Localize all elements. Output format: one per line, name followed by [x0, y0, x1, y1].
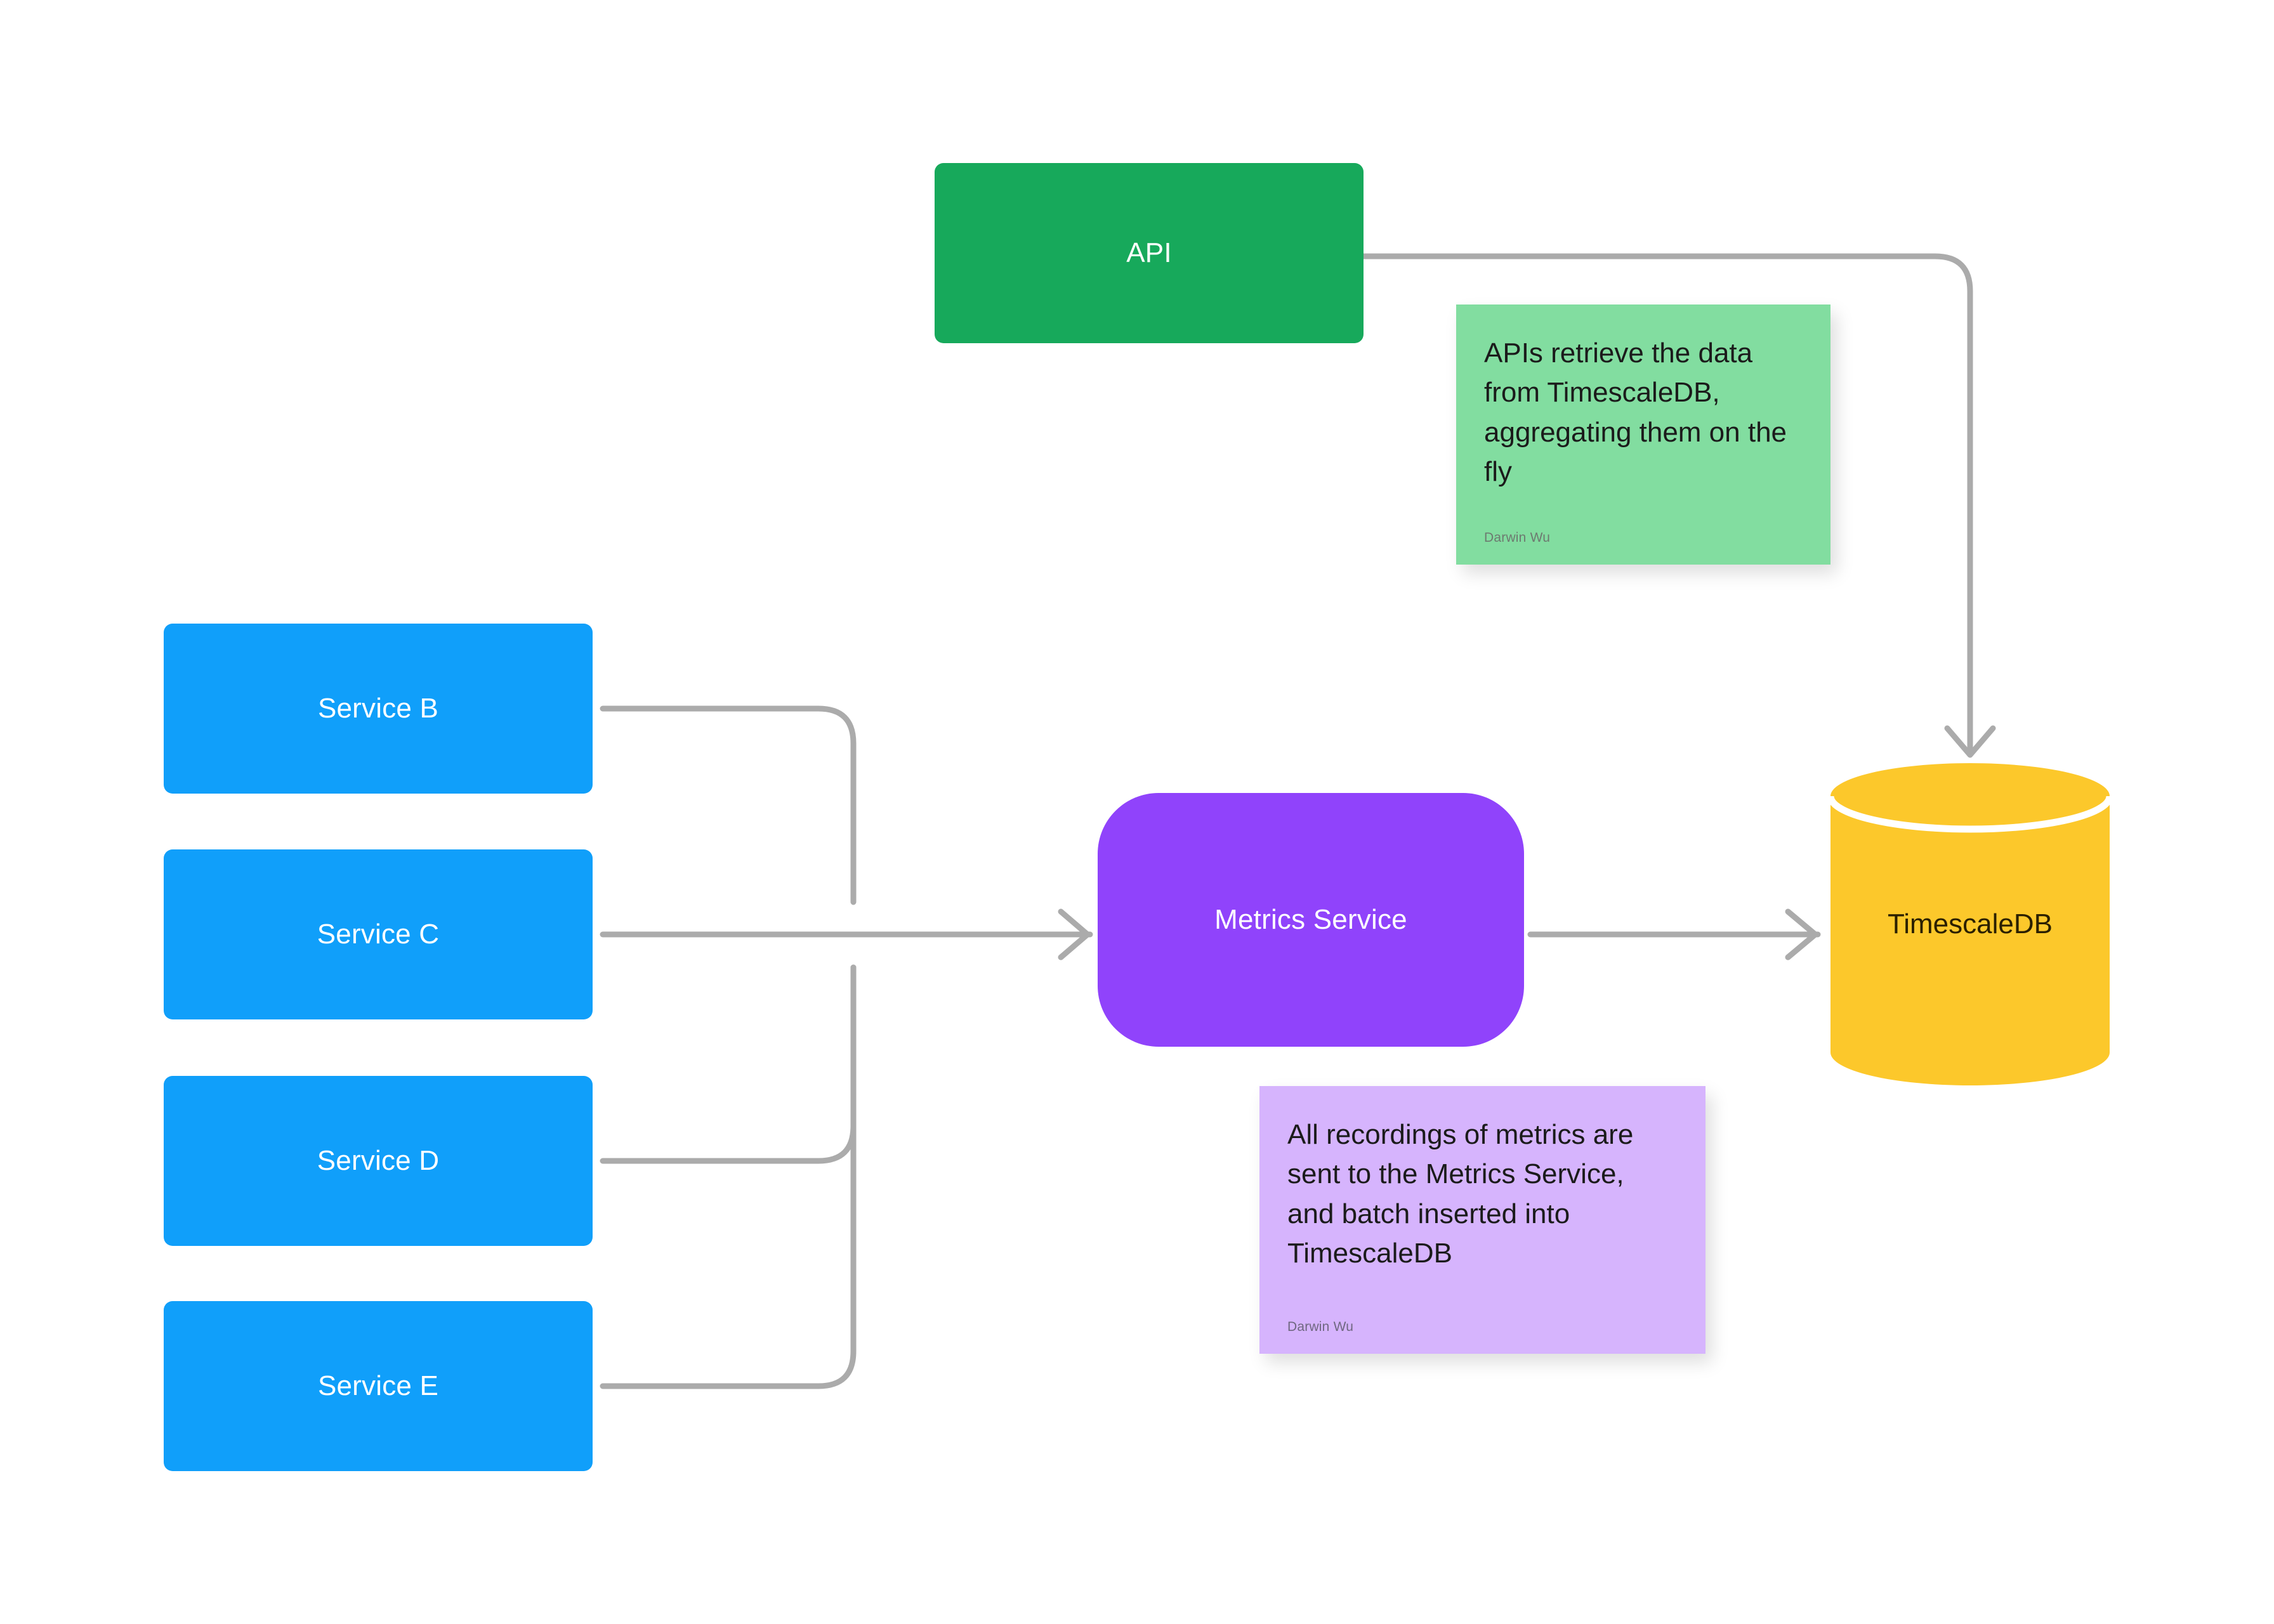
sticky-note-metrics-author: Darwin Wu: [1287, 1320, 1354, 1334]
arrowhead-to-db: [1785, 908, 1818, 960]
sticky-note-api-author: Darwin Wu: [1484, 530, 1551, 545]
node-service-d[interactable]: Service D: [164, 1076, 593, 1246]
node-timescaledb-label: TimescaleDB: [1888, 908, 2053, 940]
database-cylinder-icon: [1829, 763, 2111, 1085]
arrowhead-to-db-top: [1944, 725, 1996, 758]
node-metrics-service-label: Metrics Service: [1214, 904, 1407, 935]
node-service-c[interactable]: Service C: [164, 849, 593, 1019]
node-api[interactable]: API: [935, 163, 1364, 343]
node-service-b[interactable]: Service B: [164, 624, 593, 794]
node-service-e[interactable]: Service E: [164, 1301, 593, 1471]
node-service-d-label: Service D: [317, 1145, 440, 1176]
sticky-note-api-text: APIs retrieve the data from TimescaleDB,…: [1484, 337, 1795, 488]
node-timescaledb[interactable]: TimescaleDB: [1829, 763, 2111, 1085]
edge-service-e: [600, 964, 857, 1389]
sticky-note-metrics-text: All recordings of metrics are sent to th…: [1287, 1119, 1641, 1269]
sticky-note-api[interactable]: APIs retrieve the data from TimescaleDB,…: [1456, 304, 1830, 565]
edge-service-b: [600, 705, 857, 905]
node-service-b-label: Service B: [317, 693, 439, 724]
node-service-c-label: Service C: [317, 919, 440, 950]
edge-service-d: [600, 964, 857, 1164]
node-service-e-label: Service E: [317, 1370, 439, 1401]
edge-api-to-db: [1360, 253, 1973, 752]
node-metrics-service[interactable]: Metrics Service: [1098, 793, 1524, 1047]
arrowhead-to-metrics: [1058, 908, 1091, 960]
sticky-note-metrics[interactable]: All recordings of metrics are sent to th…: [1259, 1086, 1705, 1354]
node-api-label: API: [1126, 237, 1172, 268]
